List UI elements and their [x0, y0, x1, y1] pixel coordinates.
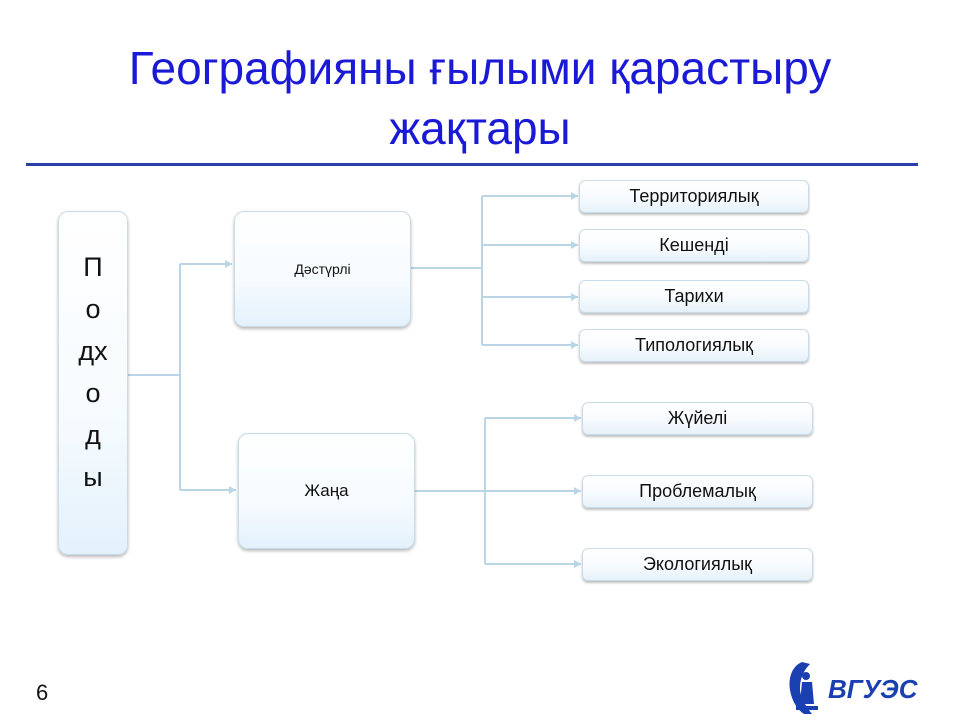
leaf-node-label: Жүйелі	[667, 408, 728, 428]
leaf-node-label: Проблемалық	[639, 481, 756, 501]
branch-node-new: Жаңа	[238, 433, 415, 549]
leaf-node: Типологиялық	[579, 329, 809, 362]
leaf-node: Территориялық	[579, 180, 809, 213]
leaf-node: Жүйелі	[582, 402, 813, 435]
leaf-node-label: Территориялық	[629, 186, 759, 206]
root-node: Подходы	[58, 211, 128, 555]
leaf-node: Кешенді	[579, 229, 809, 262]
leaf-node-label: Кешенді	[659, 235, 729, 255]
leaf-node-label: Типологиялық	[634, 335, 754, 355]
connector-branch-2	[415, 418, 486, 564]
leaf-node-label: Экологиялық	[642, 554, 753, 574]
university-logo: ВГУЭС	[789, 662, 919, 714]
branch-node-traditional: Дәстүрлі	[234, 211, 411, 327]
root-node-label: Подходы	[78, 252, 108, 492]
branch-node-label: Дәстүрлі	[294, 261, 351, 277]
logo-text: ВГУЭС	[828, 674, 919, 704]
university-emblem-icon	[789, 662, 818, 714]
page-title: Географияны ғылыми қарастыру жақтары	[128, 42, 832, 154]
leaf-node-label: Тарихи	[664, 286, 724, 306]
title-underline	[26, 163, 918, 166]
branch-node-label: Жаңа	[304, 481, 349, 500]
connector-branch-1	[411, 196, 483, 345]
leaf-node: Экологиялық	[582, 548, 813, 581]
leaf-node: Проблемалық	[582, 475, 813, 508]
leaf-node: Тарихи	[579, 280, 809, 313]
page-number: 6	[36, 680, 49, 705]
connector-root	[128, 264, 181, 490]
